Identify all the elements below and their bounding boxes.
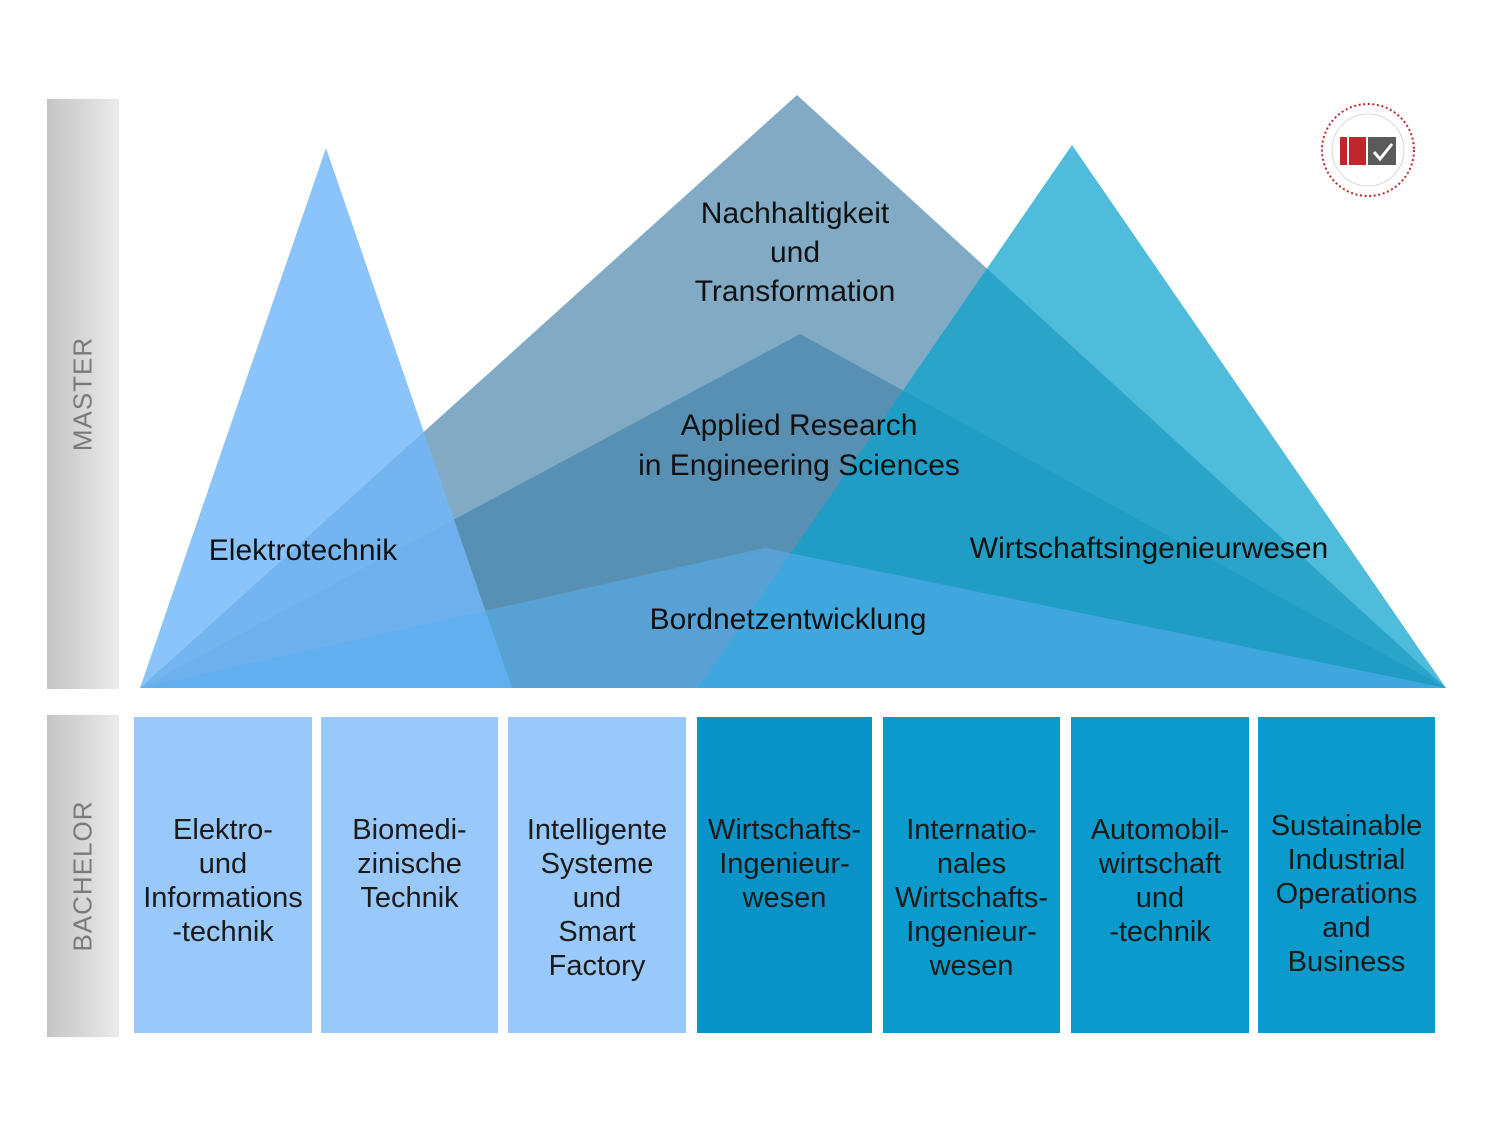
bachelor-box-wirtschaftsingenieurwesen: Wirtschafts- Ingenieur- wesen (697, 717, 872, 1033)
bachelor-box-label: Automobil- wirtschaft und -technik (1090, 814, 1230, 948)
bachelor-box-automobilwirtschaft: Automobil- wirtschaft und -technik (1071, 717, 1249, 1033)
master-label-nachhaltigkeit: Nachhaltigkeit und Transformation (694, 197, 896, 308)
bachelor-box-label: Biomedi- zinische Technik (352, 814, 467, 914)
bachelor-box-sustainable-industrial-operations: Sustainable Industrial Operations and Bu… (1258, 717, 1435, 1033)
program-accreditation-seal-icon (1321, 103, 1415, 197)
bachelor-box-label: Intelligente Systeme und Smart Factory (526, 814, 668, 982)
bachelor-box-elektro-informationstechnik: Elektro- und Informations -technik (134, 717, 312, 1033)
bachelor-box-label: Wirtschafts- Ingenieur- wesen (707, 814, 862, 914)
master-label-applied-research: Applied Research in Engineering Sciences (638, 409, 960, 482)
bachelor-box-intelligente-systeme: Intelligente Systeme und Smart Factory (508, 717, 686, 1033)
bachelor-box-label: Elektro- und Informations -technik (143, 814, 303, 948)
master-level-bar: MASTER (47, 99, 119, 689)
master-label-bordnetzentwicklung: Bordnetzentwicklung (649, 603, 927, 636)
mountain-bordnetzentwicklung (140, 548, 1446, 688)
bachelor-box-biomedizinische-technik: Biomedi- zinische Technik (321, 717, 498, 1033)
master-label-elektrotechnik: Elektrotechnik (208, 534, 398, 567)
bachelor-level-bar: BACHELOR (47, 715, 119, 1037)
bachelor-box-label: Internatio- nales Wirtschafts- Ingenieur… (894, 814, 1049, 982)
mountain-elektrotechnik (140, 148, 512, 688)
master-label-wirtschaftsingenieurwesen: Wirtschaftsingenieurwesen (969, 532, 1329, 565)
mountain-wirtschaftsingenieurwesen (698, 145, 1446, 688)
bachelor-box-label: Sustainable Industrial Operations and Bu… (1270, 810, 1423, 978)
bachelor-box-internationales-wirtschaftsingenieurwesen: Internatio- nales Wirtschafts- Ingenieur… (883, 717, 1060, 1033)
